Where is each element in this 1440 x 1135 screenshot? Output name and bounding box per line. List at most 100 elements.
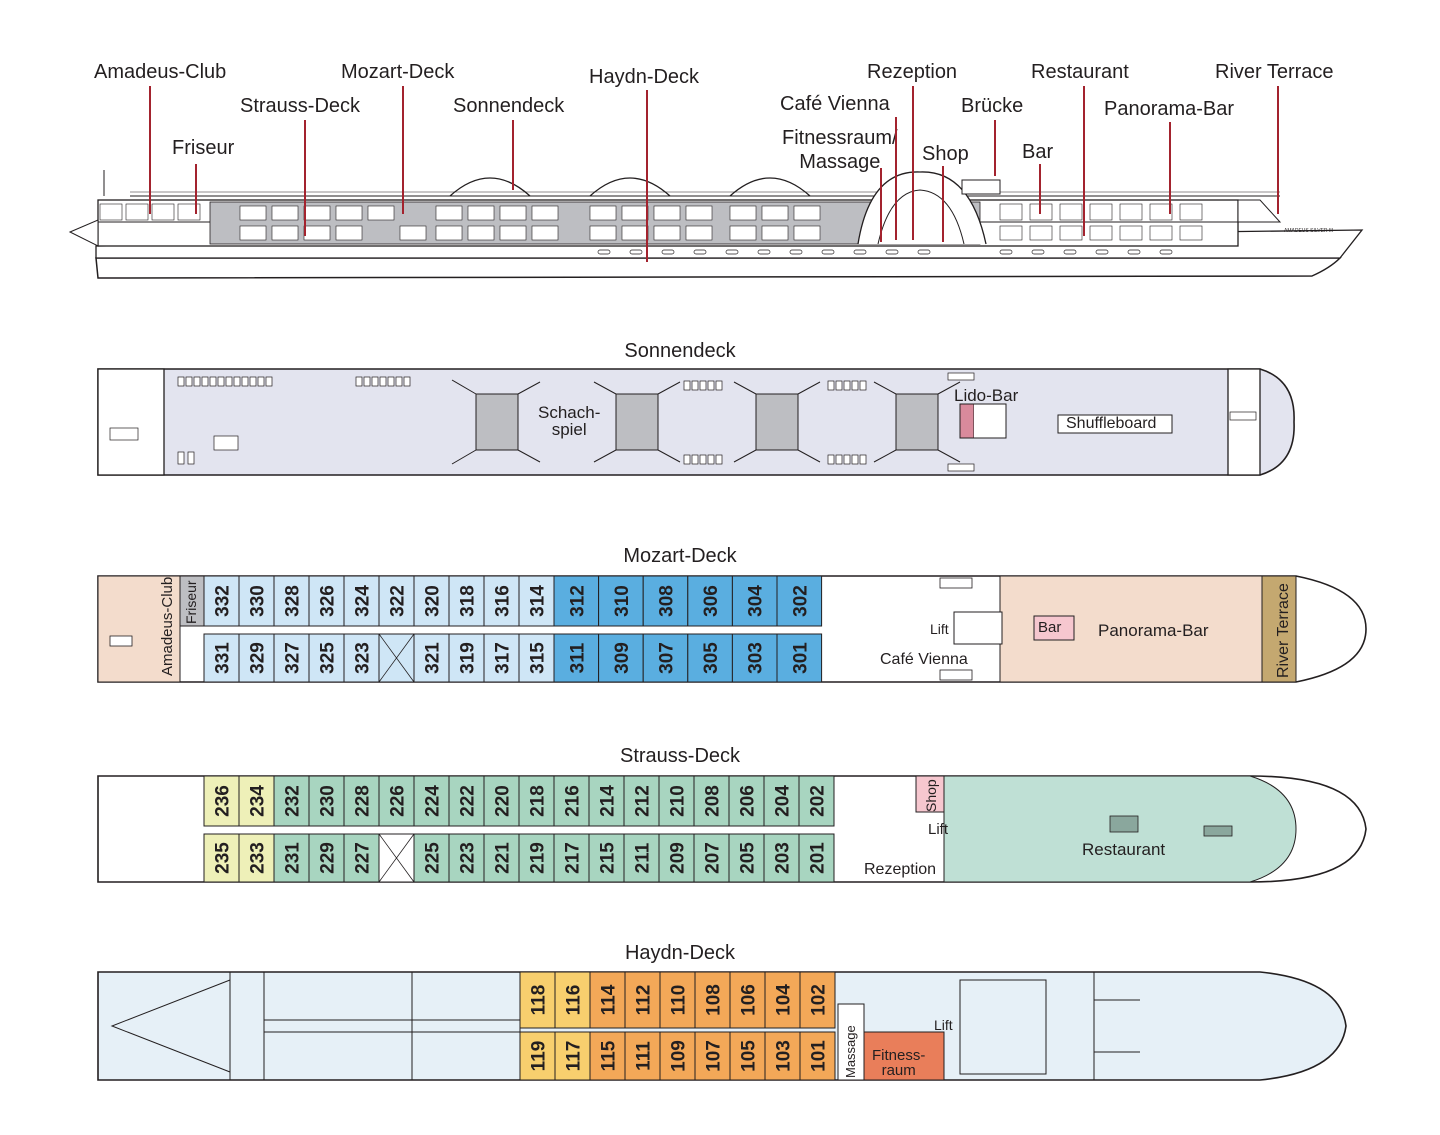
cabin-box [448,833,485,883]
label-haydn-deck: Haydn-Deck [589,66,700,88]
cabin-number: 327 [283,642,304,674]
cabin-number: 324 [353,585,374,617]
cabin-box [623,833,660,883]
cabin-box [588,775,625,827]
cabin-box [728,775,765,827]
mozart-river-terrace: River Terrace [1275,583,1292,678]
cabin-number: 116 [564,985,585,1016]
cabin-box [343,775,380,827]
cabin-number: 227 [353,842,374,874]
cabin-number: 101 [809,1040,830,1072]
cabin-number: 322 [388,585,409,617]
label-panorama-bar: Panorama-Bar [1104,98,1235,120]
stair-void [378,633,415,683]
strauss-shop: Shop [923,779,939,812]
cabin-number: 107 [704,1040,725,1072]
label-fitnessraum-massage: Fitnessraum/ Massage [782,127,898,173]
cabin-number: 229 [318,842,339,874]
cabin-box [553,775,590,827]
cabin-number: 308 [657,585,678,617]
cabin-box [448,575,485,627]
cabin-number: 211 [633,842,654,873]
cabin-box [308,575,345,627]
mozart-deck-title: Mozart-Deck [623,545,737,567]
cabin-number: 311 [567,642,588,673]
cabin-box [378,775,415,827]
cabin-box [693,833,730,883]
cabin-number: 114 [599,984,620,1015]
cabin-box [413,633,450,683]
cabin-number: 228 [353,785,374,817]
cabin-number: 220 [493,785,514,817]
cabin-box [659,1031,696,1081]
sonnendeck-lido-bar: Lido-Bar [954,386,1019,405]
cabin-number: 314 [528,585,549,617]
cabin-box [483,775,520,827]
cabin-number: 218 [528,785,549,817]
cabin-number: 328 [283,585,304,617]
cabin-box [378,575,415,627]
cabin-number: 207 [703,842,724,874]
sonnendeck-schachspiel: Schach- spiel [538,403,601,439]
cabin-box [203,575,240,627]
cabin-number: 317 [493,642,514,674]
cabin-number: 303 [746,642,767,674]
cabin-number: 320 [423,585,444,617]
cabin-number: 321 [423,642,444,674]
cabin-number: 332 [213,585,234,617]
cabin-number: 217 [563,842,584,874]
cabin-number: 208 [703,785,724,817]
sonnendeck-shuffleboard: Shuffleboard [1066,415,1157,432]
cabin-box [553,575,600,627]
label-mozart-deck: Mozart-Deck [341,61,455,83]
cabin-number: 330 [248,585,269,617]
cabin-box [554,1031,591,1081]
cabin-number: 117 [564,1041,585,1072]
cabin-number: 233 [248,842,269,874]
cabin-number: 209 [668,842,689,874]
cabin-box [598,575,644,627]
cabin-number: 110 [669,985,690,1016]
label-cafe-vienna: Café Vienna [780,93,890,115]
cabin-box [624,971,661,1029]
cabin-box [273,833,310,883]
cabin-box [448,633,485,683]
cabin-box [273,633,310,683]
cabin-number: 301 [790,642,811,674]
strauss-lift: Lift [928,821,949,838]
mozart-bar: Bar [1038,619,1062,636]
strauss-deck-title: Strauss-Deck [619,745,741,767]
cabin-number: 210 [668,785,689,817]
cabin-number: 235 [213,842,234,874]
cabin-box [731,575,778,627]
label-amadeus-club: Amadeus-Club [94,61,227,83]
cabin-box [448,775,485,827]
cabin-number: 115 [599,1040,620,1071]
cabin-box [519,971,556,1029]
cabin-box [588,833,625,883]
cabin-box [413,775,450,827]
cabin-box [518,775,555,827]
mozart-panorama-bar: Panorama-Bar [1098,621,1209,640]
cabin-number: 306 [701,585,722,617]
cabin-box [623,775,660,827]
cabin-number: 222 [458,785,479,817]
cabin-box [658,775,695,827]
cabin-number: 108 [704,984,725,1016]
cabin-box [776,575,823,627]
cabin-number: 112 [634,985,655,1016]
ship-side-view: AMADEUS SILVER III [68,86,1364,279]
cabin-box [518,833,555,883]
cabin-box [799,971,836,1029]
cabin-number: 316 [493,585,514,617]
cabin-number: 331 [213,642,234,674]
stair-void [378,833,415,883]
label-bar: Bar [1022,141,1054,163]
cabin-number: 305 [701,642,722,674]
cabin-number: 329 [248,642,269,674]
cabin-box [238,833,275,883]
cabin-box [203,775,240,827]
cabin-box [799,1031,836,1081]
cabin-number: 312 [567,585,588,617]
cabin-box [308,775,345,827]
